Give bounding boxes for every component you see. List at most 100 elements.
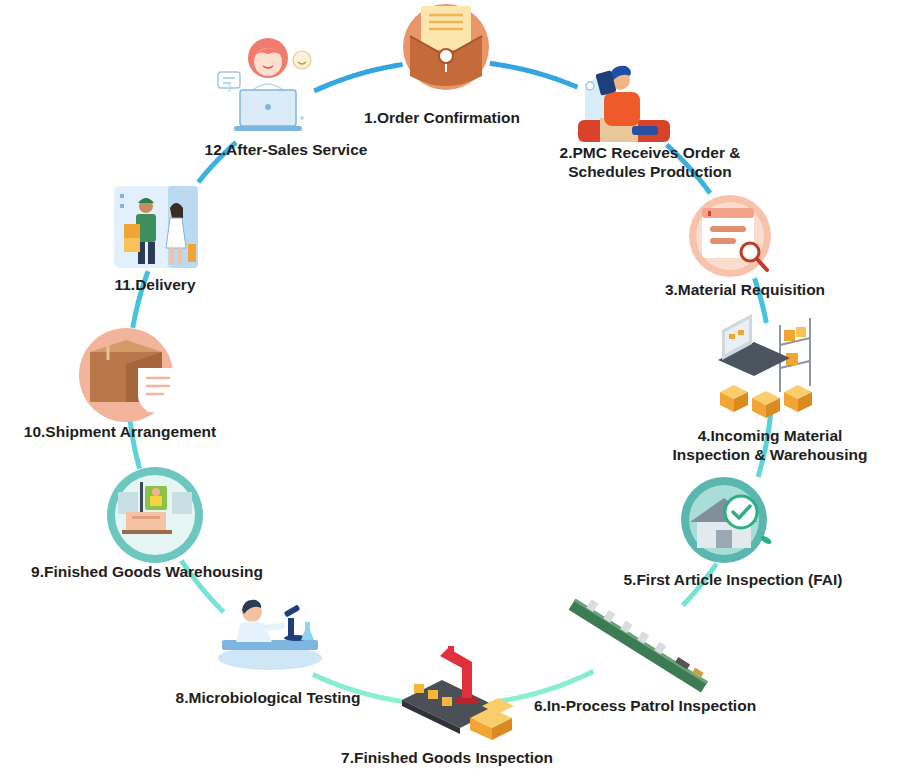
warehouse-shelf-icon	[766, 398, 780, 418]
forklift-icon	[107, 467, 203, 563]
box-icon	[146, 393, 164, 396]
warehouse-shelf-icon	[784, 392, 798, 412]
conveyor-icon	[414, 684, 424, 693]
support-icon	[228, 84, 232, 92]
requisition-icon	[689, 195, 771, 277]
delivery-icon	[124, 224, 140, 238]
support-icon	[254, 48, 284, 56]
board-icon	[675, 657, 690, 670]
support-icon	[240, 90, 296, 126]
requisition-icon	[757, 259, 767, 270]
box-icon	[146, 385, 170, 388]
fai-icon	[733, 506, 750, 518]
conveyor-icon	[442, 697, 452, 706]
step-node: 10.Shipment Arrangement	[80, 329, 172, 421]
conveyor-icon	[402, 646, 514, 740]
box-icon	[107, 346, 110, 360]
ring-segment	[314, 65, 402, 92]
delivery-icon	[148, 242, 155, 264]
support-icon	[223, 77, 235, 79]
fai-icon	[725, 496, 757, 528]
step-label: 5.First Article Inspection (FAI)	[603, 570, 863, 589]
step-node: 7.Finished Goods Inspection	[412, 650, 498, 736]
requisition-icon	[708, 211, 711, 216]
step-node: 11.Delivery	[111, 183, 199, 271]
board-icon	[569, 599, 708, 693]
conveyor-icon	[482, 698, 514, 714]
conveyor-icon	[440, 648, 472, 700]
fai-icon	[716, 530, 732, 548]
order-icon	[439, 49, 453, 63]
warehouse-shelf-icon	[798, 392, 812, 412]
board-icon	[637, 631, 649, 644]
step-label: 1.Order Confirmation	[312, 108, 572, 127]
step-label: 10.Shipment Arrangement	[0, 422, 240, 441]
warehouse-shelf-icon	[720, 392, 734, 412]
support-icon	[223, 82, 231, 84]
step-node: 12.After-Sales Service	[226, 54, 314, 142]
order-icon	[403, 4, 489, 90]
warehouse-shelf-icon	[738, 330, 744, 335]
board-icon	[574, 599, 708, 684]
step-node: 6.In-Process Patrol Inspection	[594, 602, 682, 690]
step-label: 3.Material Requisition	[615, 280, 875, 299]
ring-segment	[499, 671, 594, 701]
board-icon	[603, 610, 615, 623]
support-icon	[218, 38, 311, 131]
delivery-icon	[170, 203, 183, 218]
step-node: 8.Microbiological Testing	[224, 592, 312, 680]
order-icon	[403, 4, 489, 90]
lab-icon	[284, 604, 301, 617]
support-icon	[298, 62, 306, 64]
warehouse-shelf-icon	[784, 330, 795, 341]
fai-icon	[681, 477, 767, 563]
planner-icon	[604, 92, 640, 126]
step-label: 2.PMC Receives Order & Schedules Product…	[555, 143, 745, 181]
fai-icon	[681, 477, 773, 563]
requisition-icon	[710, 226, 746, 232]
step-node: 1.Order Confirmation	[403, 4, 489, 90]
delivery-icon	[170, 248, 174, 264]
lab-icon	[236, 621, 272, 642]
conveyor-icon	[448, 646, 454, 658]
delivery-icon	[188, 244, 196, 262]
board-icon	[692, 668, 704, 678]
forklift-icon	[145, 486, 167, 510]
delivery-icon	[124, 238, 140, 252]
box-icon	[146, 377, 170, 380]
forklift-icon	[172, 492, 192, 514]
delivery-icon	[178, 248, 182, 264]
lab-icon	[242, 600, 261, 614]
warehouse-shelf-icon	[796, 327, 806, 337]
forklift-icon	[132, 516, 160, 519]
warehouse-shelf-icon	[729, 334, 735, 339]
support-icon	[248, 38, 288, 78]
step-node: 3.Material Requisition	[688, 194, 772, 278]
step-label: 8.Microbiological Testing	[148, 688, 388, 707]
support-icon	[300, 116, 304, 120]
forklift-icon	[115, 475, 195, 555]
planner-icon	[586, 82, 594, 90]
forklift-icon	[122, 530, 172, 534]
forklift-icon	[118, 492, 138, 514]
step-node: 2.PMC Receives Order & Schedules Product…	[578, 64, 666, 152]
order-icon	[429, 14, 463, 17]
lab-icon	[262, 626, 282, 628]
board-icon	[586, 599, 598, 612]
order-icon	[410, 36, 482, 86]
support-icon	[234, 126, 302, 131]
delivery-icon	[139, 199, 153, 213]
step-node: 9.Finished Goods Warehousing	[110, 470, 200, 560]
order-icon	[429, 28, 463, 31]
planner-icon	[578, 66, 670, 142]
board-icon	[569, 592, 712, 692]
order-icon	[421, 6, 471, 50]
step-node: 4.Incoming Material Inspection & Warehou…	[721, 324, 809, 412]
forklift-icon	[150, 496, 162, 506]
delivery-icon	[114, 186, 198, 268]
requisition-icon	[689, 195, 771, 277]
delivery-icon	[114, 186, 198, 268]
support-icon	[263, 66, 273, 68]
box-icon	[138, 368, 176, 412]
